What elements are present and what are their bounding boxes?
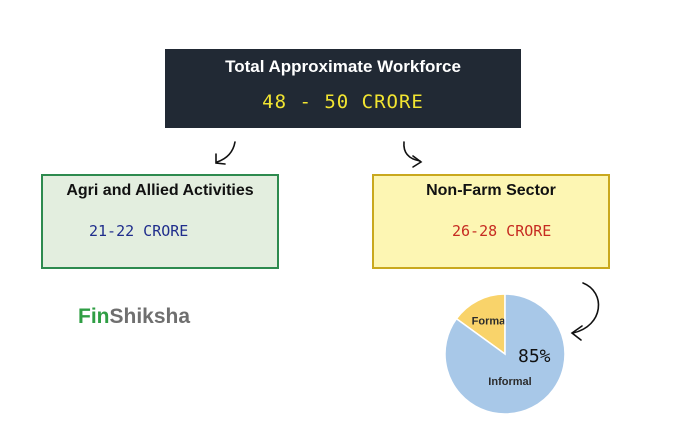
pie-slice-informal [444, 293, 566, 415]
arrow-to-non-farm [403, 141, 423, 168]
finshiksha-logo: FinShiksha [78, 305, 190, 329]
non-farm-title: Non-Farm Sector [426, 182, 556, 199]
pie-label-formal: Formal [472, 316, 509, 328]
pie-slice-formal [455, 293, 506, 356]
agri-box: Agri and Allied Activities 21-22 CRORE [41, 174, 279, 269]
non-farm-box: Non-Farm Sector 26-28 CRORE [372, 174, 610, 269]
arrow-to-agri [215, 141, 236, 165]
pie-label-informal: Informal [488, 376, 531, 388]
pie-percentage-annotation: 85% [518, 346, 551, 367]
agri-value: 21-22 CRORE [89, 222, 189, 240]
total-workforce-title: Total Approximate Workforce [225, 57, 461, 76]
logo-shiksha: Shiksha [109, 305, 191, 328]
logo-fin: Fin [78, 305, 110, 328]
agri-title: Agri and Allied Activities [66, 182, 254, 199]
total-workforce-box: Total Approximate Workforce 48 - 50 CROR… [165, 49, 521, 128]
arrow-to-pie [570, 282, 600, 341]
total-workforce-value: 48 - 50 CRORE [262, 91, 424, 113]
non-farm-value: 26-28 CRORE [452, 222, 552, 240]
